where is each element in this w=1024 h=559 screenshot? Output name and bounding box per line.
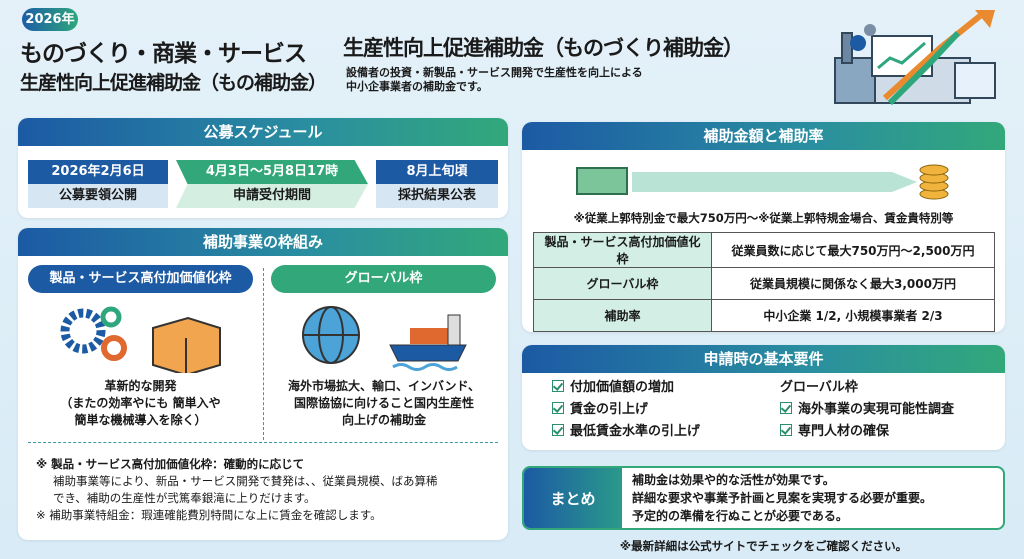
row-value: 中小企業 1/2, 小規模事業者 2/3	[711, 299, 995, 332]
schedule-step: 8月上旬頃採択結果公表	[376, 160, 498, 208]
checkbox-icon	[780, 424, 792, 436]
step-date: 2026年2月6日	[28, 160, 168, 184]
requirements-right-heading: グローバル枠	[780, 380, 858, 395]
requirement-item: 最低賃金水準の引上げ	[552, 421, 700, 443]
checkbox-icon	[552, 402, 564, 414]
requirement-item: 海外事業の実現可能性調査	[780, 399, 954, 421]
table-row: 補助率中小企業 1/2, 小規模事業者 2/3	[533, 299, 995, 332]
step-label: 申請受付期間	[176, 184, 368, 208]
schedule-header: 公募スケジュール	[18, 118, 508, 146]
framework-card: 補助事業の枠組み 製品・サービス高付加価値化枠 グローバル枠 革新的な開発 （また…	[18, 228, 508, 540]
schedule-card: 公募スケジュール 2026年2月6日公募要領公開 4月3日〜5月8日17時申請受…	[18, 118, 508, 218]
requirement-item: 付加価値額の増加	[552, 377, 700, 399]
desc-line: 向上げの補助金	[341, 413, 426, 427]
framework-left-label: 製品・サービス高付加価値化枠	[28, 265, 253, 293]
step-date: 8月上旬頃	[376, 160, 498, 184]
summary-line: 予定的の準備を行ぬことが必要である。	[632, 509, 848, 523]
amount-note: ※従業上郭特別金で最大750万円〜※従業上郭特規金場合、賃金貴特別等	[573, 211, 954, 225]
footer-note: ※最新詳細は公式サイトでチェックをご確認ください。	[619, 539, 908, 553]
desc-line: 国際協協に向けること国内生産性	[293, 396, 474, 410]
requirement-text: 海外事業の実現可能性調査	[798, 402, 955, 417]
table-row: 製品・サービス高付加価値化枠従業員数に応じて最大750万円〜2,500万円	[533, 232, 995, 268]
summary-text: 補助金は効果や的な活性が効果です。詳細な要求や事業予計画と見案を実現する必要が重…	[632, 471, 932, 525]
subtitle: 設備者の投資・新製品・サービス開発で生産性を向上による中小企事業者の補助金です。	[346, 66, 643, 94]
official-title: 生産性向上促進補助金（ものづくり補助金）	[343, 36, 744, 60]
framework-right-desc: 海外市場拡大、輸口、インバンド、国際協協に向けること国内生産性向上げの補助金	[268, 378, 500, 429]
step-date: 4月3日〜5月8日17時	[176, 160, 368, 184]
subtitle-line: 設備者の投資・新製品・サービス開発で生産性を向上による	[346, 66, 643, 79]
summary-box: まとめ 補助金は効果や的な活性が効果です。詳細な要求や事業予計画と見案を実現する…	[522, 466, 1005, 530]
amount-header: 補助金額と補助率	[522, 122, 1005, 150]
step-label: 採択結果公表	[376, 184, 498, 208]
requirements-right: グローバル枠 海外事業の実現可能性調査 専門人材の確保	[780, 377, 954, 443]
requirement-text: 専門人材の確保	[798, 424, 890, 439]
desc-line: 革新的な開発	[104, 379, 177, 393]
globe-ship-icon	[302, 306, 467, 371]
requirements-card: 申請時の基本要件 付加価値額の増加 賃金の引上げ 最低賃金水準の引上げ グローバ…	[522, 345, 1005, 450]
requirement-text: 付加価値額の増加	[570, 380, 675, 395]
row-key: 製品・サービス高付加価値化枠	[533, 232, 712, 268]
requirements-left: 付加価値額の増加 賃金の引上げ 最低賃金水準の引上げ	[552, 377, 700, 443]
framework-header: 補助事業の枠組み	[18, 228, 508, 256]
summary-label: まとめ	[524, 468, 622, 528]
framework-notes: ※ 製品・サービス高付加価値化枠：確動的に応じて 補助事業等により、新品・サービ…	[36, 456, 438, 524]
amount-card: 補助金額と補助率 ※従業上郭特別金で最大750万円〜※従業上郭特規金場合、賃金貴…	[522, 122, 1005, 332]
schedule-step: 2026年2月6日公募要領公開	[28, 160, 168, 208]
money-arrow-icon	[576, 164, 949, 200]
desc-line: （またの効率やにも 簡単入や	[60, 396, 221, 410]
row-key: グローバル枠	[533, 267, 712, 300]
table-row: グローバル枠従業員規模に関係なく最大3,000万円	[533, 267, 995, 300]
desc-line: 海外市場拡大、輸口、インバンド、	[287, 379, 481, 393]
page-title: ものづくり・商業・サービス	[20, 41, 307, 67]
checkbox-icon	[552, 380, 564, 392]
step-label: 公募要領公開	[28, 184, 168, 208]
factory-growth-illustration-icon	[834, 10, 996, 106]
schedule-step: 4月3日〜5月8日17時申請受付期間	[176, 160, 368, 208]
amount-table: 製品・サービス高付加価値化枠従業員数に応じて最大750万円〜2,500万円 グロ…	[533, 232, 995, 332]
row-key: 補助率	[533, 299, 712, 332]
framework-right-label: グローバル枠	[271, 265, 496, 293]
gears-box-icon	[60, 306, 221, 373]
framework-left-desc: 革新的な開発 （またの効率やにも 簡単入や簡単な機械導入を除く）	[28, 378, 253, 429]
note-line: ※ 補助事業特組金：瑕連確能費別特間にな上に賃金を確認します。	[36, 508, 382, 522]
requirement-text: 賃金の引上げ	[570, 402, 649, 417]
desc-line: 簡単な機械導入を除く）	[74, 413, 207, 427]
requirement-item: 専門人材の確保	[780, 421, 954, 443]
row-value: 従業員規模に関係なく最大3,000万円	[711, 267, 995, 300]
year-badge: 2026年	[22, 8, 78, 31]
summary-line: 補助金は効果や的な活性が効果です。	[632, 473, 835, 487]
note-line: 補助事業等により、新品・サービス開発で賛発は、、従業員規模、ばあ算稀	[53, 474, 438, 488]
subtitle-line: 中小企事業者の補助金です。	[346, 80, 488, 93]
requirement-text: 最低賃金水準の引上げ	[570, 424, 701, 439]
checkbox-icon	[780, 402, 792, 414]
page-title-sub: 生産性向上促進補助金（もの補助金）	[20, 72, 327, 94]
note-line: でき、補助の生産性が弐篤奉銀滝に上りだけます。	[53, 491, 316, 505]
note-line: ※ 製品・サービス高付加価値化枠：確動的に応じて	[36, 457, 305, 471]
requirements-header: 申請時の基本要件	[522, 345, 1005, 373]
row-value: 従業員数に応じて最大750万円〜2,500万円	[711, 232, 995, 268]
summary-line: 詳細な要求や事業予計画と見案を実現する必要が重要。	[632, 491, 933, 505]
checkbox-icon	[552, 424, 564, 436]
requirement-item: 賃金の引上げ	[552, 399, 700, 421]
